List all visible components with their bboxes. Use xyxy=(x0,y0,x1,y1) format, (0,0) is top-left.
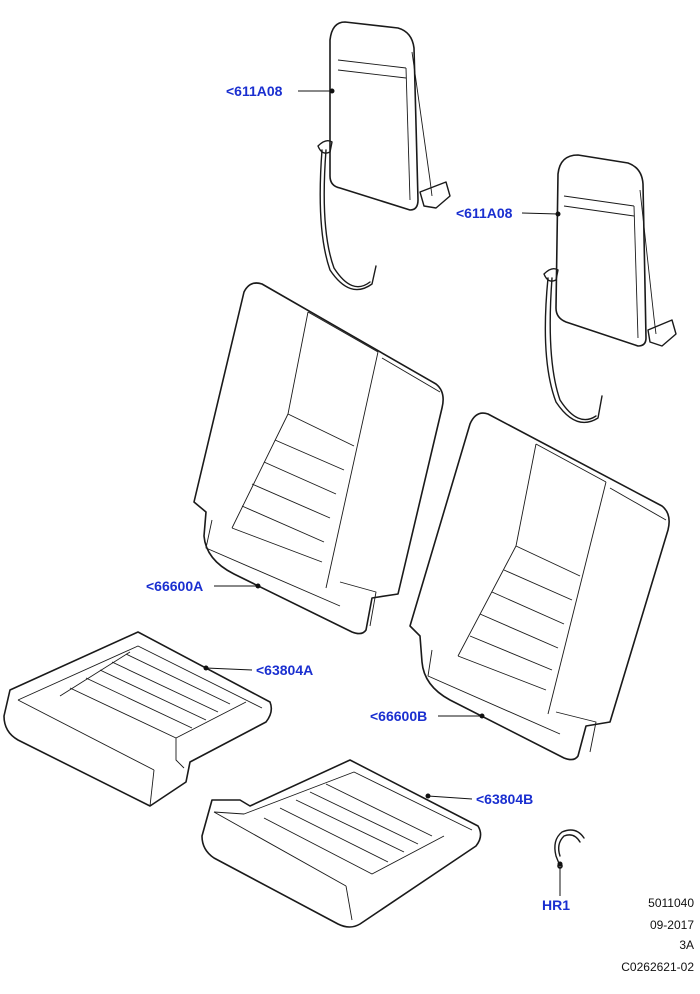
callout-clip[interactable]: HR1 xyxy=(542,897,571,913)
callout-cushion-right[interactable]: <63804B xyxy=(476,791,534,807)
cushion-left[interactable] xyxy=(3,631,273,807)
callout-headrest-right[interactable]: <611A08 xyxy=(456,205,513,221)
drawing-date: 09-2017 xyxy=(649,918,694,932)
callout-backrest-right[interactable]: <66600B xyxy=(370,708,428,724)
callout-headrest-left[interactable]: <611A08 xyxy=(226,83,283,99)
drawing-number: 5011040 xyxy=(648,896,694,910)
drawing-revision: 3A xyxy=(679,938,694,952)
callout-cushion-left[interactable]: <63804A xyxy=(256,662,314,678)
cushion-right[interactable] xyxy=(201,759,482,928)
leader-lines xyxy=(203,88,563,896)
backrest-right[interactable] xyxy=(409,412,670,761)
drawing-code: C0262621-02 xyxy=(621,960,694,974)
backrest-left[interactable] xyxy=(193,282,444,635)
headrest-right[interactable] xyxy=(543,154,677,424)
headrest-left[interactable] xyxy=(317,21,451,291)
callout-backrest-left[interactable]: <66600A xyxy=(146,578,204,594)
